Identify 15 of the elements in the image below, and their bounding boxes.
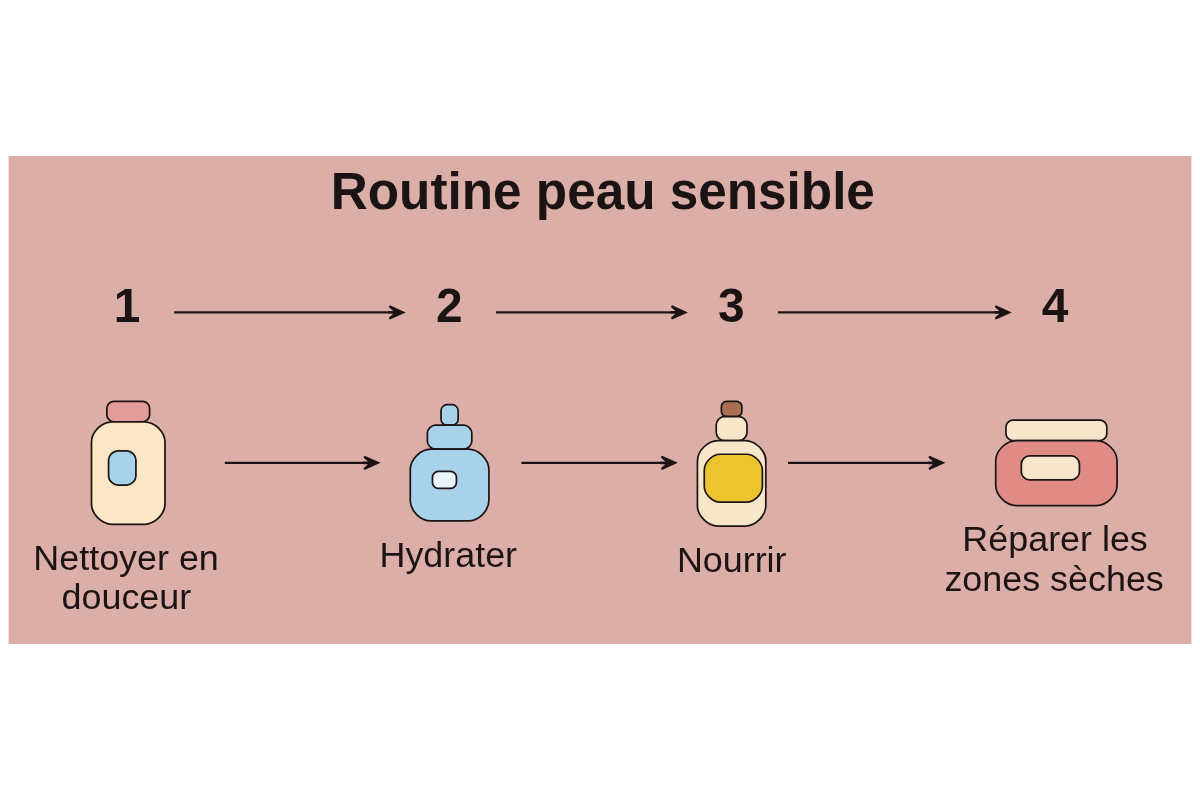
node-label: Hydrater xyxy=(379,534,518,575)
arrow xyxy=(174,305,405,320)
arrow xyxy=(496,305,687,320)
arrow xyxy=(788,455,944,471)
node-label: Réparer les zones sèches xyxy=(944,519,1164,599)
node-text: 4 xyxy=(1041,279,1069,333)
diagram-title: Routine peau sensible xyxy=(330,162,875,220)
node-text: 3 xyxy=(717,279,745,333)
node-text: 2 xyxy=(435,279,463,333)
arrow xyxy=(224,455,379,471)
arrow xyxy=(777,305,1011,320)
arrow xyxy=(521,455,677,471)
node-label: Nettoyer en douceur xyxy=(33,538,219,618)
node-text: 1 xyxy=(113,279,141,333)
node-label: Nourrir xyxy=(676,539,787,580)
